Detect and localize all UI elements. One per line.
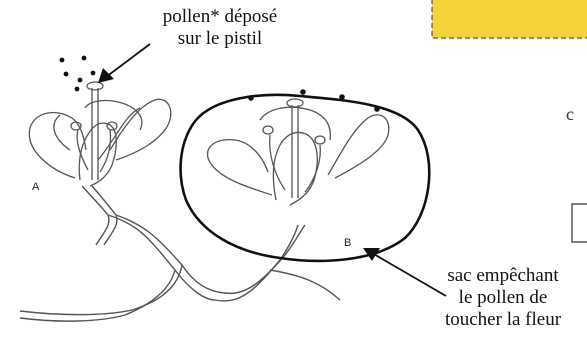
sac-label-line3: toucher la fleur [418,309,587,331]
pollen-label-line2: sur le pistil [150,28,290,50]
pollen-dots-a [60,56,96,92]
flower-a-letter: A [32,181,39,193]
highlight-box [432,0,587,38]
cut-off-box [572,204,587,242]
arrow-to-pistil [98,44,150,83]
flower-b-letter: B [344,237,351,249]
flower-b [208,99,389,205]
plant-stems [20,186,340,321]
bag-outline [181,95,430,261]
sac-label: sac empêchant le pollen de toucher la fl… [418,265,587,331]
sac-label-line1: sac empêchant [418,265,587,287]
pollen-label-line1: pollen* déposé [150,6,290,28]
sac-label-line2: le pollen de [418,287,587,309]
cut-off-text: c [566,104,574,125]
flower-a [29,82,170,186]
pollen-label: pollen* déposé sur le pistil [150,6,290,50]
pollen-dots-bag [248,89,380,112]
